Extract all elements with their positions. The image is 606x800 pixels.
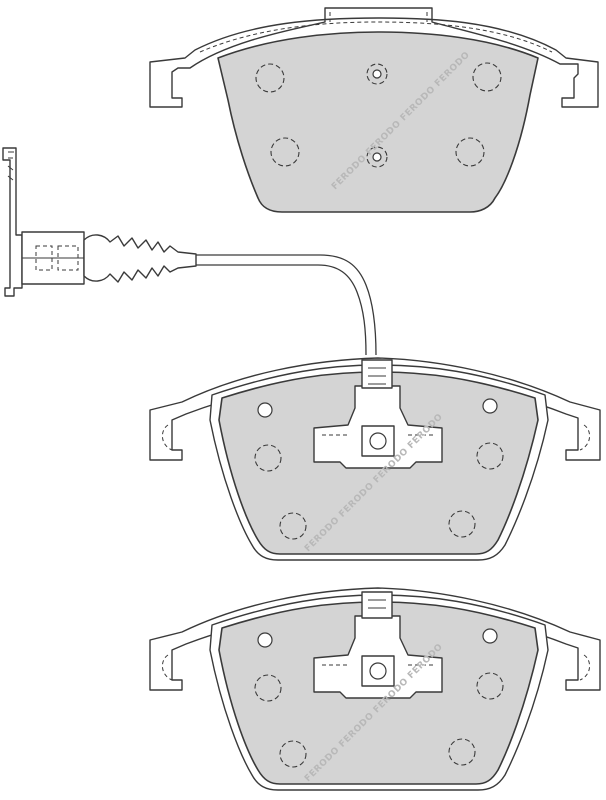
center-hole — [366, 146, 388, 168]
clip-center-hole — [369, 432, 387, 450]
mounting-hole — [279, 740, 307, 768]
mounting-hole — [279, 512, 307, 540]
mounting-hole — [270, 137, 300, 167]
clip-tab — [361, 591, 393, 619]
sensor-clip — [2, 147, 23, 297]
outer-brake-pad: FERODO FERODO FERODO FERODO — [149, 7, 599, 213]
mounting-hole — [472, 62, 502, 92]
mounting-hole — [482, 398, 498, 414]
mounting-hole — [257, 632, 273, 648]
mounting-hole — [476, 442, 504, 470]
mounting-hole — [482, 628, 498, 644]
center-hole-core — [372, 152, 382, 162]
mounting-hole — [255, 63, 285, 93]
inner-brake-pad-second: FERODO FERODO FERODO FERODO — [149, 587, 601, 791]
mounting-hole — [476, 672, 504, 700]
sensor-boot — [83, 234, 197, 283]
mounting-hole — [254, 674, 282, 702]
sensor-wire — [196, 254, 377, 356]
mounting-hole — [448, 510, 476, 538]
mounting-hole — [257, 402, 273, 418]
center-hole — [366, 63, 388, 85]
mounting-hole — [254, 444, 282, 472]
sensor-socket — [361, 359, 393, 389]
mounting-hole — [455, 137, 485, 167]
center-hole-core — [372, 69, 382, 79]
clip-center-hole — [369, 662, 387, 680]
inner-brake-pad-with-clip: FERODO FERODO FERODO FERODO — [149, 357, 601, 561]
mounting-hole — [448, 738, 476, 766]
friction-material — [217, 31, 539, 213]
wear-sensor — [2, 147, 377, 356]
